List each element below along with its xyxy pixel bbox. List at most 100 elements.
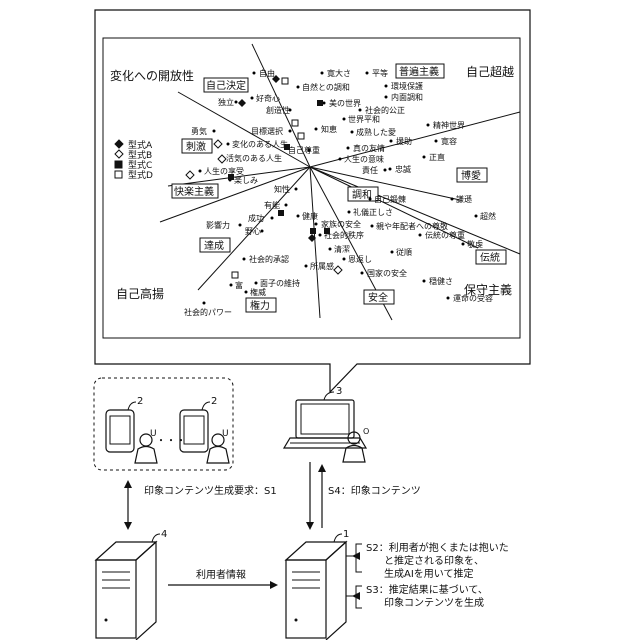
svg-text:型式D: 型式D (128, 169, 153, 181)
value-term: 家族の安全 (321, 219, 361, 229)
svg-text:権力: 権力 (250, 299, 270, 312)
value-term: 清潔 (334, 244, 350, 254)
step-s3-annotation: S3：推定結果に基づいて、 印象コンテンツを生成 (346, 583, 488, 609)
s4-label: S4：印象コンテンツ (328, 485, 421, 497)
user-info-label: 利用者情報 (196, 568, 246, 581)
marker-legend: 型式A 型式B 型式C 型式D (115, 139, 153, 181)
value-term: 社会的公正 (365, 105, 405, 115)
value-term: 独立 (218, 97, 234, 107)
svg-text:伝統: 伝統 (480, 251, 500, 264)
value-type-box: 伝統 (476, 250, 506, 264)
value-term: 世界平和 (348, 114, 380, 124)
server-right: 1 (286, 529, 349, 640)
value-term: 責任 (362, 165, 378, 175)
s2-line-1: S2：利用者が抱くまたは抱いた (366, 541, 509, 554)
value-term: 援助 (396, 136, 412, 146)
diamond-open-icon (115, 150, 123, 158)
s2-line-2: と推定される印象を、 (384, 554, 484, 567)
svg-text:普遍主義: 普遍主義 (399, 65, 439, 78)
svg-text:自己決定: 自己決定 (206, 79, 246, 92)
value-term: 社会的承認 (249, 254, 289, 264)
value-term: 寛大さ (327, 68, 351, 78)
smartphone-1: 2 (106, 396, 143, 452)
value-terms: 自由 寛大さ 平等 自然との調和 環境保護 内面調和 美の世界 社会的公正 独立… (184, 68, 496, 317)
value-term: 従順 (396, 247, 412, 257)
value-term: 好奇心 (256, 93, 280, 103)
value-term: 知性 (274, 184, 290, 194)
svg-text:刺激: 刺激 (186, 140, 206, 153)
value-term: 楽しみ (234, 175, 258, 185)
user-label: U (222, 429, 229, 439)
value-term: 美の世界 (329, 98, 361, 108)
arrow-user-info: 利用者情報 (168, 568, 278, 589)
arrow-s1-request: 印象コンテンツ生成要求：S1 (144, 462, 314, 530)
value-term: 自己尊重 (288, 145, 320, 155)
arrow-users-server (124, 480, 132, 530)
value-term: 目標選択 (251, 126, 283, 136)
value-term: 影響力 (206, 220, 230, 230)
value-term: 有能 (264, 200, 280, 210)
value-term: 人生の享受 (204, 166, 244, 176)
arrow-s4-content: S4：印象コンテンツ (318, 464, 421, 528)
value-term: 敬虔 (467, 239, 483, 249)
value-term: 運命の受容 (453, 293, 493, 303)
value-term: 知恵 (321, 124, 337, 134)
value-term: 正直 (429, 152, 445, 162)
value-term: 自由 (259, 68, 275, 78)
value-term: 忠誠 (395, 164, 411, 174)
operator-label: O (363, 427, 369, 436)
step-s2-annotation: S2：利用者が抱くまたは抱いた と推定される印象を、 生成AIを用いて推定 (346, 541, 509, 580)
value-term: 内面調和 (391, 92, 423, 102)
laptop-ref-number: 3 (336, 386, 342, 397)
value-term: 社会的パワー (184, 307, 232, 317)
value-term: 謙遜 (456, 194, 472, 204)
value-term: 変化のある人生 (232, 139, 288, 149)
svg-text:型式B: 型式B (128, 149, 152, 161)
value-term: 伝統の尊重 (425, 230, 465, 240)
value-type-box: 自己決定 (204, 78, 248, 92)
value-term: 超然 (480, 211, 496, 221)
value-type-box: 快楽主義 (172, 184, 218, 198)
svg-text:型式C: 型式C (128, 159, 152, 171)
value-type-box: 博愛 (457, 168, 487, 182)
value-term: 面子の維持 (260, 278, 300, 288)
users-group (94, 378, 233, 470)
value-type-box: 刺激 (182, 139, 212, 153)
value-type-box: 達成 (200, 238, 230, 252)
svg-text:博愛: 博愛 (461, 169, 481, 182)
value-term: 富 (235, 280, 243, 290)
value-term: 人生の意味 (344, 154, 384, 164)
quadrant-enhancement: 自己高揚 (116, 286, 164, 301)
user-2: U (207, 429, 229, 463)
value-term: 親や年配者への尊敬 (376, 221, 448, 231)
server-ref-number: 4 (161, 529, 167, 540)
phone-ref-number: 2 (137, 396, 143, 407)
svg-text:安全: 安全 (368, 291, 388, 304)
value-term: 穏健さ (429, 276, 453, 286)
value-term: 成熟した愛 (356, 127, 396, 137)
diamond-filled-icon (115, 140, 123, 148)
value-term: 創造性 (266, 105, 290, 115)
s1-label: 印象コンテンツ生成要求：S1 (144, 484, 277, 497)
value-term: 真の友情 (353, 143, 385, 153)
s2-line-3: 生成AIを用いて推定 (384, 567, 474, 580)
value-term: 平等 (372, 68, 388, 78)
value-type-box: 普遍主義 (396, 64, 444, 78)
square-open-icon (115, 171, 122, 178)
value-term: 自然との調和 (302, 82, 350, 92)
server-left: 4 (96, 529, 167, 640)
value-term: 勇気 (191, 126, 207, 136)
operator-user: O (343, 427, 369, 462)
value-term: 所属感 (310, 261, 334, 271)
value-type-box: 安全 (364, 290, 394, 304)
value-term: 恩返し (348, 255, 372, 264)
value-term: 野心 (245, 227, 261, 236)
value-term: 自己鍛錬 (374, 194, 406, 204)
value-term: 環境保護 (391, 81, 423, 91)
svg-text:型式A: 型式A (128, 139, 153, 151)
value-term: 寛容 (441, 136, 457, 146)
server-ref-number: 1 (343, 529, 349, 540)
value-term: 権威 (250, 287, 266, 297)
laptop-terminal: 3 (284, 386, 366, 448)
smartphone-2: 2 (180, 396, 217, 452)
